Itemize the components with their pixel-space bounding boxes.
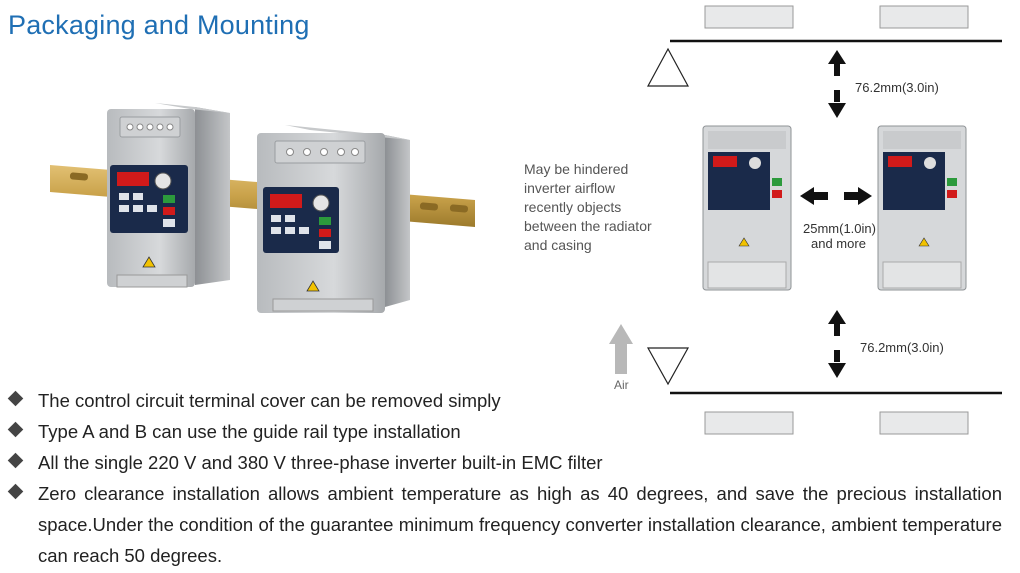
caption-line: May be hindered bbox=[524, 161, 629, 177]
bottom-clearance-label: 76.2mm(3.0in) bbox=[860, 340, 944, 355]
feature-text: All the single 220 V and 380 V three-pha… bbox=[38, 452, 603, 473]
feature-item: The control circuit terminal cover can b… bbox=[7, 385, 1008, 416]
feature-list: The control circuit terminal cover can b… bbox=[7, 385, 1008, 571]
inverter-unit-right bbox=[877, 125, 967, 291]
airflow-caption: May be hindered inverter airflow recentl… bbox=[524, 160, 652, 255]
air-label: Air bbox=[614, 378, 629, 392]
diamond-bullet-icon bbox=[7, 421, 24, 438]
side-clearance-label: 25mm(1.0in) bbox=[803, 221, 876, 236]
feature-text: Zero clearance installation allows ambie… bbox=[38, 483, 1002, 566]
up-triangle-icon bbox=[646, 47, 690, 87]
feature-item: Type A and B can use the guide rail type… bbox=[7, 416, 1008, 447]
top-clearance-arrow bbox=[828, 50, 846, 118]
inverter-product-image bbox=[50, 103, 475, 313]
down-triangle-icon bbox=[646, 347, 690, 386]
feature-text: Type A and B can use the guide rail type… bbox=[38, 421, 461, 442]
caption-line: and casing bbox=[524, 237, 592, 253]
inverter-unit-left bbox=[702, 125, 792, 291]
neighbor-unit-top bbox=[704, 5, 969, 29]
diamond-bullet-icon bbox=[7, 390, 24, 407]
air-flow-arrow-icon bbox=[609, 324, 633, 374]
bottom-clearance-arrow bbox=[828, 310, 846, 378]
side-clearance-arrows bbox=[800, 187, 872, 205]
caption-line: inverter airflow bbox=[524, 180, 616, 196]
mounting-clearance-diagram bbox=[609, 5, 1002, 435]
page-title: Packaging and Mounting bbox=[8, 10, 310, 40]
neighbor-unit-bottom bbox=[704, 411, 969, 435]
top-clearance-label: 76.2mm(3.0in) bbox=[855, 80, 939, 95]
diamond-bullet-icon bbox=[7, 483, 24, 500]
feature-item: All the single 220 V and 380 V three-pha… bbox=[7, 447, 1008, 478]
feature-text: The control circuit terminal cover can b… bbox=[38, 390, 501, 411]
caption-line: between the radiator bbox=[524, 218, 652, 234]
feature-item: Zero clearance installation allows ambie… bbox=[7, 478, 1008, 571]
diamond-bullet-icon bbox=[7, 452, 24, 469]
caption-line: recently objects bbox=[524, 199, 622, 215]
side-clearance-sublabel: and more bbox=[811, 236, 866, 251]
